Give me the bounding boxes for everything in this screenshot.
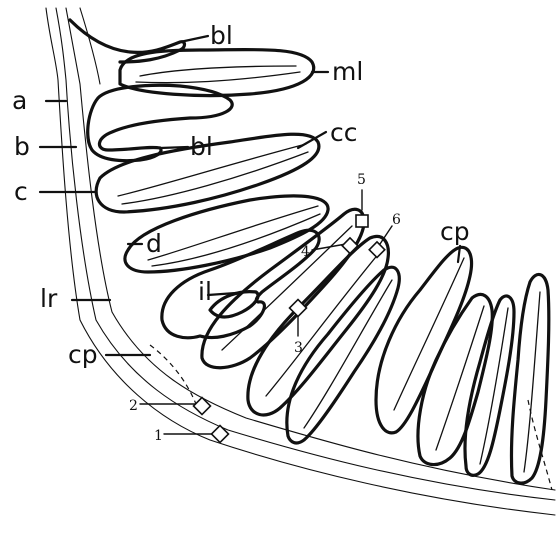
folium-right-3 bbox=[511, 274, 548, 483]
label-bl-top: bl bbox=[210, 21, 233, 50]
folium-ml bbox=[120, 50, 314, 96]
label-il: il bbox=[198, 277, 212, 306]
label-lr: lr bbox=[40, 284, 58, 313]
number-2: 2 bbox=[129, 398, 138, 414]
number-1: 1 bbox=[154, 428, 163, 444]
label-c: c bbox=[14, 177, 28, 206]
folium-large-1 bbox=[202, 209, 364, 367]
number-3: 3 bbox=[294, 340, 303, 356]
folium-bl-top bbox=[70, 20, 185, 62]
number-5: 5 bbox=[357, 172, 366, 188]
label-a: a bbox=[12, 86, 27, 115]
number-4: 4 bbox=[301, 244, 310, 260]
sample-box-2 bbox=[194, 398, 211, 415]
label-bl-mid: bl bbox=[190, 132, 213, 161]
sample-box-1 bbox=[212, 426, 229, 443]
label-cp-left: cp bbox=[68, 340, 98, 369]
label-ml: ml bbox=[332, 57, 363, 86]
folium-il bbox=[162, 230, 319, 338]
label-cp-right: cp bbox=[440, 217, 470, 246]
folium-large-2 bbox=[248, 236, 388, 415]
folium-cp-right bbox=[376, 247, 472, 433]
sample-box-5 bbox=[356, 215, 368, 227]
label-d: d bbox=[146, 229, 162, 258]
label-b: b bbox=[14, 132, 30, 161]
number-6: 6 bbox=[392, 212, 401, 228]
label-cc: cc bbox=[330, 118, 358, 147]
sample-box-6 bbox=[369, 242, 385, 258]
folium-right-2 bbox=[465, 296, 514, 475]
